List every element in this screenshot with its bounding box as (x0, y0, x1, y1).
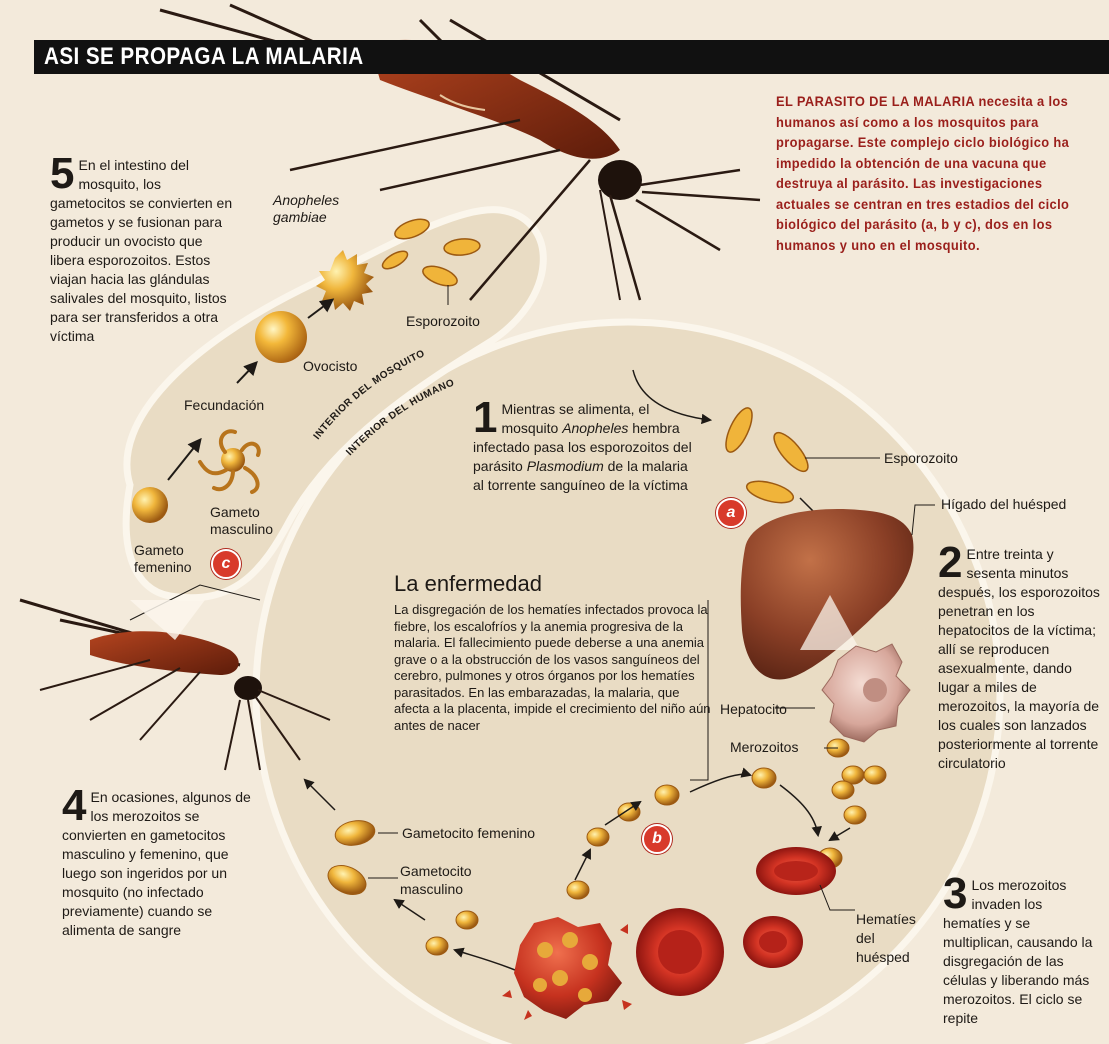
stage-b-badge: b (642, 824, 672, 854)
label-fertilization: Fecundación (184, 396, 264, 414)
step-5-text: En el intestino del mosquito, los gameto… (50, 157, 232, 344)
step-2: 2 Entre treinta y sesenta minutos despué… (938, 545, 1100, 773)
step-5: 5 En el intestino del mosquito, los game… (50, 156, 235, 346)
label-male-gametocyte-line2: masculino (400, 881, 463, 897)
label-male-gamete: Gameto masculino (210, 504, 273, 538)
female-gamete (132, 487, 168, 523)
label-host-red-cells-line2: del (856, 930, 875, 946)
label-merozoites: Merozoitos (730, 738, 798, 756)
label-male-gamete-line2: masculino (210, 521, 273, 537)
step-4-number: 4 (62, 787, 86, 825)
label-liver: Hígado del huésped (941, 495, 1066, 513)
label-anopheles: Anopheles gambiae (273, 192, 339, 226)
step-3: 3 Los merozoitos invaden los hematíes y … (943, 876, 1101, 1028)
step-1-italic-a: Anopheles (562, 420, 628, 436)
label-anopheles-line1: Anopheles (273, 192, 339, 208)
label-anopheles-line2: gambiae (273, 209, 327, 225)
label-female-gamete-line2: femenino (134, 559, 192, 575)
step-1-number: 1 (473, 399, 497, 437)
stage-c-badge: c (211, 549, 241, 579)
label-host-red-cells: Hematíes del huésped (856, 910, 916, 967)
step-5-number: 5 (50, 155, 74, 193)
label-male-gametocyte-line1: Gametocito (400, 863, 472, 879)
label-sporozoite-human: Esporozoito (884, 449, 958, 467)
label-female-gamete: Gameto femenino (134, 542, 192, 576)
step-4-text: En ocasiones, algunos de los merozoitos … (62, 789, 251, 938)
step-2-number: 2 (938, 544, 962, 582)
disease-text: La disgregación de los hematíes infectad… (394, 602, 716, 734)
stage-a-badge: a (716, 498, 746, 528)
label-host-red-cells-line3: huésped (856, 949, 910, 965)
label-hepatocyte: Hepatocito (720, 700, 787, 718)
label-host-red-cells-line1: Hematíes (856, 911, 916, 927)
step-4: 4 En ocasiones, algunos de los merozoito… (62, 788, 252, 940)
disease-title: La enfermedad (394, 572, 542, 596)
label-female-gametocyte: Gametocito femenino (402, 824, 535, 842)
label-male-gamete-line1: Gameto (210, 504, 260, 520)
intro-text: EL PARASITO DE LA MALARIA necesita a los… (776, 91, 1070, 255)
label-female-gamete-line1: Gameto (134, 542, 184, 558)
label-oocyst: Ovocisto (303, 357, 357, 375)
step-3-number: 3 (943, 875, 967, 913)
page-title: ASI SE PROPAGA LA MALARIA (44, 43, 364, 71)
step-1: 1 Mientras se alimenta, el mosquito Anop… (473, 400, 695, 495)
oocyst (255, 311, 307, 363)
step-1-italic-b: Plasmodium (527, 458, 604, 474)
label-sporozoite-mosquito: Esporozoito (406, 312, 480, 330)
label-male-gametocyte: Gametocito masculino (400, 862, 472, 898)
